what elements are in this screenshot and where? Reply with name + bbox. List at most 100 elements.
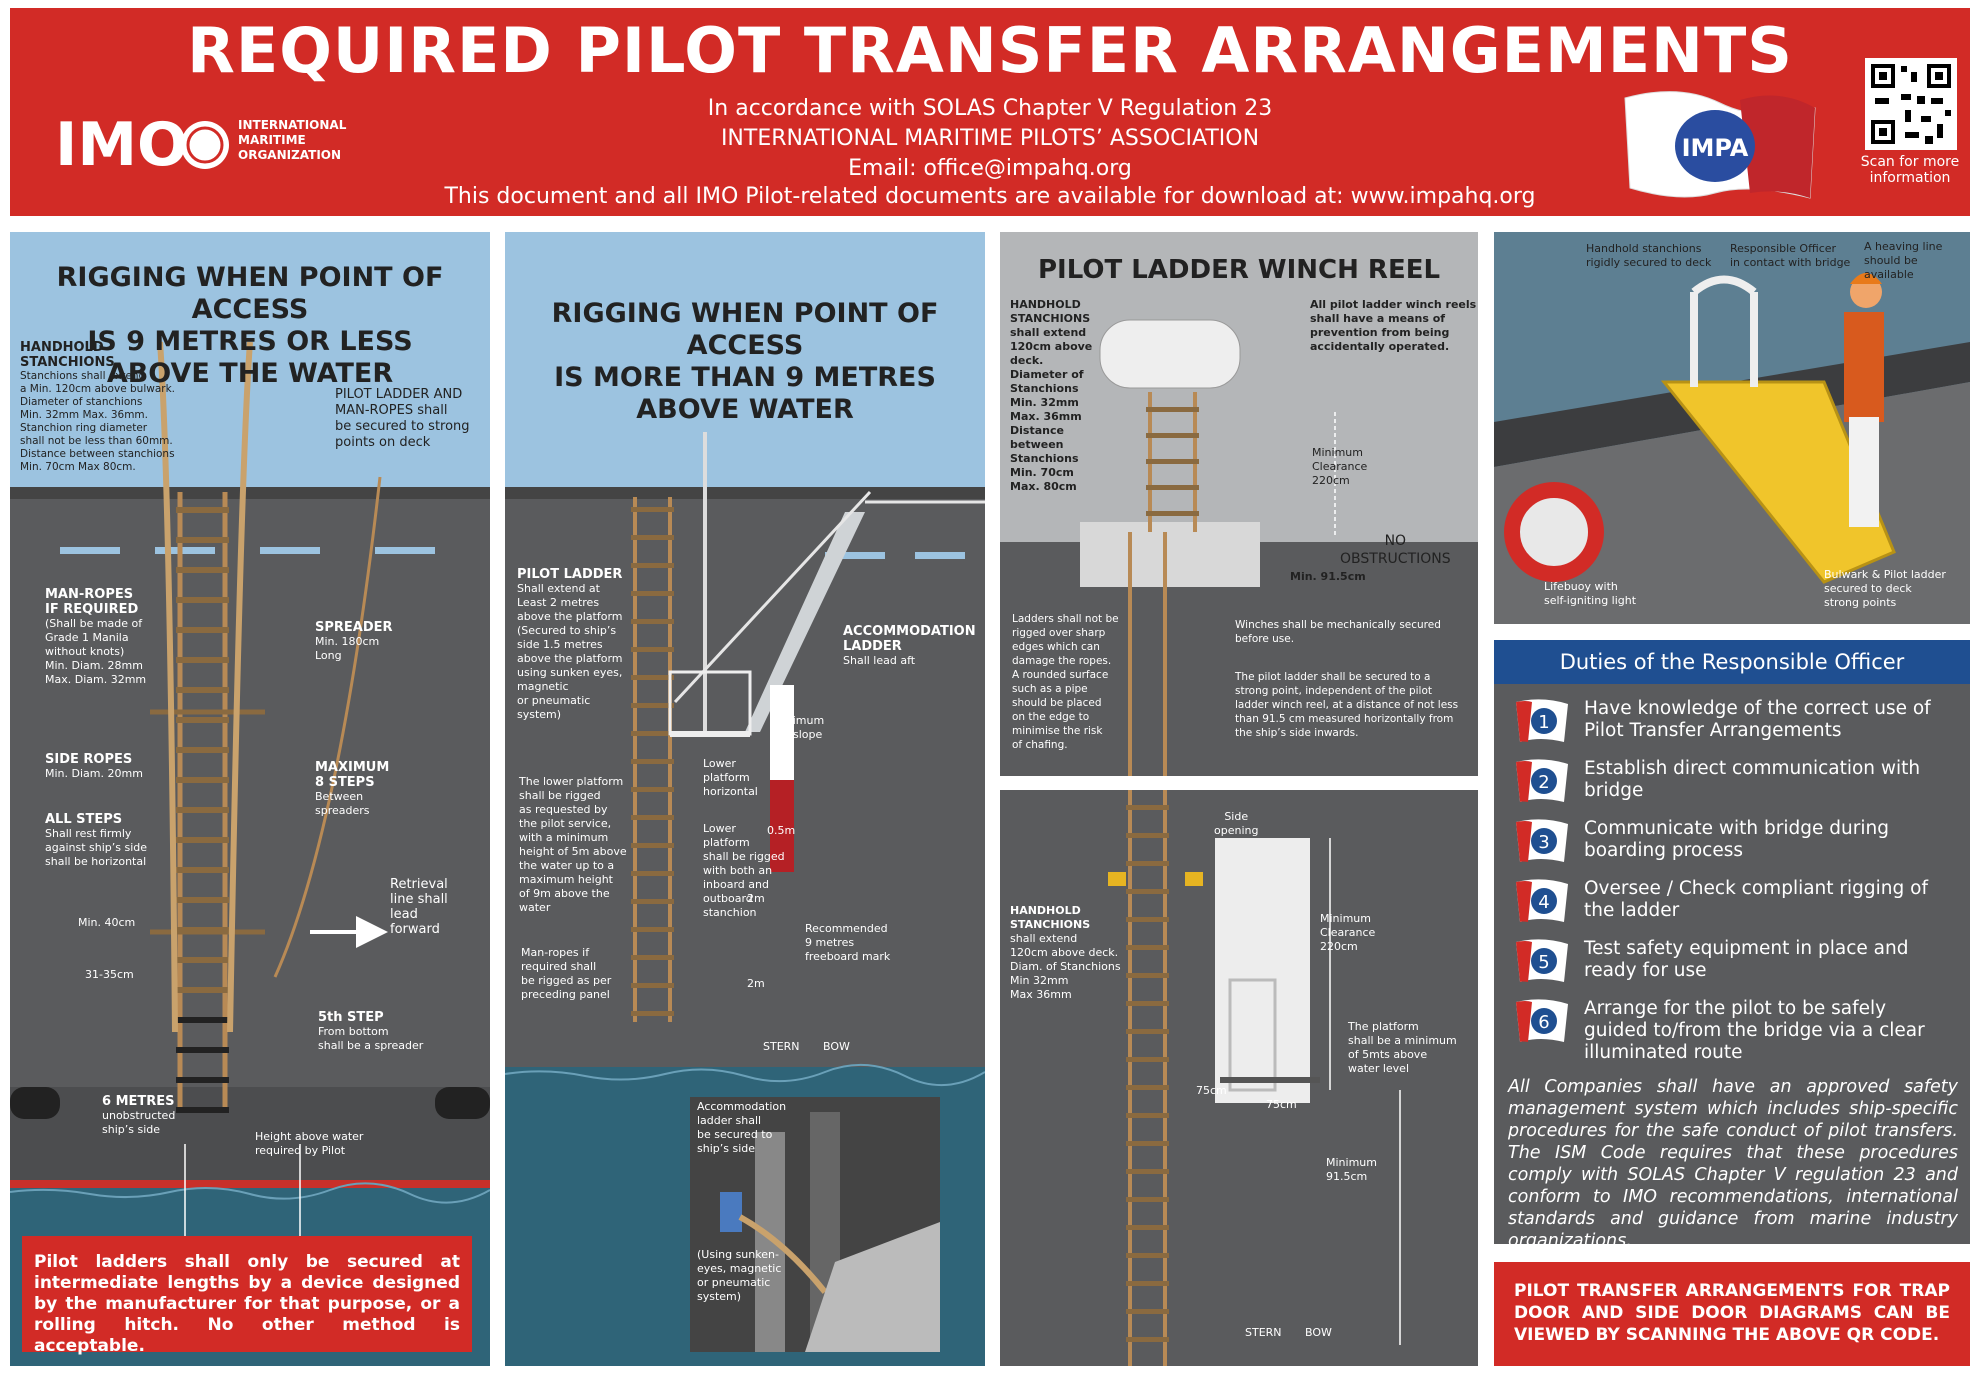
imo-org-name: INTERNATIONAL MARITIME ORGANIZATION <box>238 118 347 162</box>
ladder-step <box>1126 861 1169 866</box>
rolling-hitch-note: Pilot ladders shall only be secured at i… <box>22 1236 472 1356</box>
ladder-step <box>1126 1169 1169 1174</box>
ladder-step <box>631 983 674 988</box>
ladder-step <box>176 897 229 903</box>
duty-item: 1 Have knowledge of the correct use of P… <box>1512 696 1962 752</box>
ladder-step <box>176 777 229 783</box>
ladder-step <box>631 871 674 876</box>
ladder-step <box>1146 459 1199 464</box>
ladder-step <box>1126 1057 1169 1062</box>
ladder-step <box>176 867 229 873</box>
ladder-step <box>176 597 229 603</box>
email-line[interactable]: Email: office@impahq.org <box>848 156 1132 181</box>
ladder-step <box>631 815 674 820</box>
imo-logo-text: IMO <box>55 113 188 173</box>
ism-code-paragraph: All Companies shall have an approved saf… <box>1508 1077 1958 1251</box>
ladder-step <box>176 507 229 513</box>
p1-siderope-note: SIDE ROPES Min. Diam. 20mm <box>45 752 143 780</box>
ladder-step <box>631 675 674 680</box>
ladder-step <box>176 747 229 753</box>
ladder-step <box>631 927 674 932</box>
ladder-step <box>631 899 674 904</box>
panel3-illustration <box>1000 232 1478 776</box>
ladder-step <box>1126 833 1169 838</box>
ladder-step <box>1126 805 1169 810</box>
svg-text:5: 5 <box>1538 952 1549 973</box>
ladder-step <box>631 1011 674 1016</box>
ladder-step <box>1126 973 1169 978</box>
ladder-step <box>1126 1141 1169 1146</box>
download-line[interactable]: This document and all IMO Pilot-related … <box>444 184 1536 209</box>
ladder-step <box>1126 1001 1169 1006</box>
p2-bow: BOW <box>823 1040 850 1053</box>
subtitle-impa: INTERNATIONAL MARITIME PILOTS’ ASSOCIATI… <box>720 126 1260 151</box>
qr-caption: Scan for more information <box>1860 154 1960 186</box>
ladder-step <box>1126 1281 1169 1286</box>
ladder-step <box>176 537 229 543</box>
ladder-step <box>631 591 674 596</box>
panel3-title: PILOT LADDER WINCH REEL <box>1037 255 1441 285</box>
ladder-step <box>631 759 674 764</box>
ladder-step <box>176 1107 229 1113</box>
p3-min915: Min. 91.5cm <box>1290 570 1366 583</box>
p1-31-35: 31-35cm <box>85 968 134 981</box>
ladder-step <box>1126 917 1169 922</box>
ladder-step <box>631 647 674 652</box>
flag-number-icon: 5 <box>1516 939 1568 982</box>
ladder-step <box>1126 1197 1169 1202</box>
p2-stern: STERN <box>763 1040 800 1053</box>
ladder-step <box>631 535 674 540</box>
ladder-step <box>1126 1337 1169 1342</box>
duty-item: 2 Establish direct communication with br… <box>1512 756 1962 812</box>
ladder-step <box>176 957 229 963</box>
duty-item: 5 Test safety equipment in place and rea… <box>1512 936 1962 992</box>
ladder-step <box>1126 945 1169 950</box>
ladder-step <box>1126 1029 1169 1034</box>
ladder-step <box>176 1077 229 1083</box>
duty-item: 3 Communicate with bridge during boardin… <box>1512 816 1962 872</box>
flag-number-icon: 6 <box>1516 999 1568 1042</box>
imo-logo: IMO <box>55 113 229 173</box>
header-banner: REQUIRED PILOT TRANSFER ARRANGEMENTS In … <box>10 8 1970 216</box>
ladder-step <box>1146 485 1199 490</box>
ladder-step <box>1126 1225 1169 1230</box>
svg-text:1: 1 <box>1538 712 1549 733</box>
svg-text:4: 4 <box>1538 892 1549 913</box>
ladder-step <box>631 787 674 792</box>
ladder-step <box>631 507 674 512</box>
ladder-step <box>176 627 229 633</box>
qr-code[interactable] <box>1865 58 1957 150</box>
panel4-illustration <box>1108 790 1401 1366</box>
ladder-step <box>631 619 674 624</box>
